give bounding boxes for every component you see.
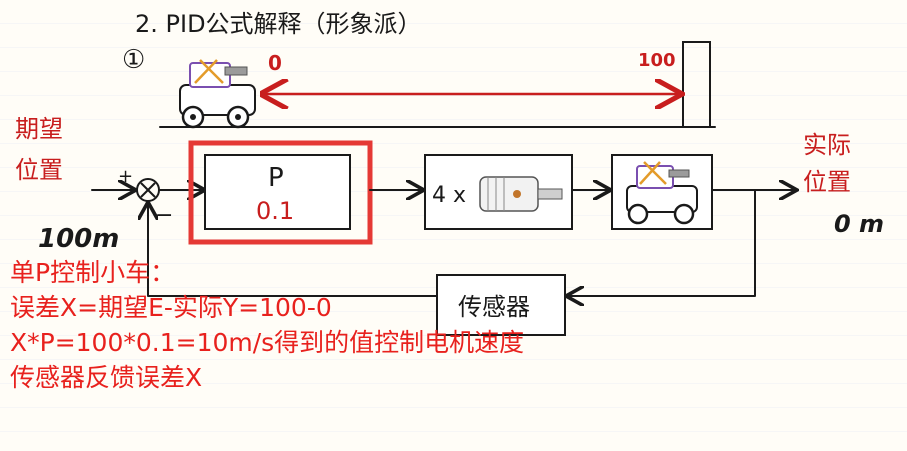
p-block-highlight	[188, 140, 373, 245]
setpoint-value: 100m	[38, 224, 119, 254]
actual-value: 0 m	[834, 210, 884, 238]
p-block-value: 0.1	[256, 197, 294, 225]
robot-car-icon	[179, 59, 256, 129]
sensor-block	[436, 274, 566, 336]
wall	[682, 41, 711, 128]
note-line: 误差X=期望E-实际Y=100-0	[10, 293, 332, 322]
actual-label-line2: 位置	[803, 168, 851, 196]
track-end-label: 100	[638, 50, 676, 71]
sensor-label: 传感器	[458, 293, 530, 321]
plus-sign: +	[118, 166, 133, 187]
track-start-label: 0	[268, 51, 282, 75]
actual-label-line1: 实际	[803, 131, 851, 159]
note-line: X*P=100*0.1=10m/s得到的值控制电机速度	[10, 328, 525, 357]
p-block-name: P	[268, 163, 284, 193]
annotation-notes: 单P控制小车： 误差X=期望E-实际Y=100-0 X*P=100*0.1=10…	[10, 255, 524, 395]
note-line: 单P控制小车：	[10, 258, 176, 287]
track-scene: 0 100	[159, 41, 716, 129]
car-block-robot-icon	[626, 161, 698, 225]
motor-gain: 4 x	[432, 183, 466, 208]
feedback-arrow-to-junction	[148, 204, 438, 297]
p-block	[204, 154, 351, 230]
step-marker: ①	[122, 45, 145, 75]
motor-icon	[479, 176, 563, 212]
minus-sign: −	[155, 203, 173, 228]
desired-label-line2: 位置	[15, 156, 63, 184]
feedback-arrow-to-sensor	[568, 189, 756, 296]
desired-label-line1: 期望	[15, 115, 63, 143]
page-title: 2. PID公式解释（形象派）	[135, 10, 422, 38]
note-line: 传感器反馈误差X	[10, 363, 203, 392]
summing-junction	[136, 178, 160, 202]
